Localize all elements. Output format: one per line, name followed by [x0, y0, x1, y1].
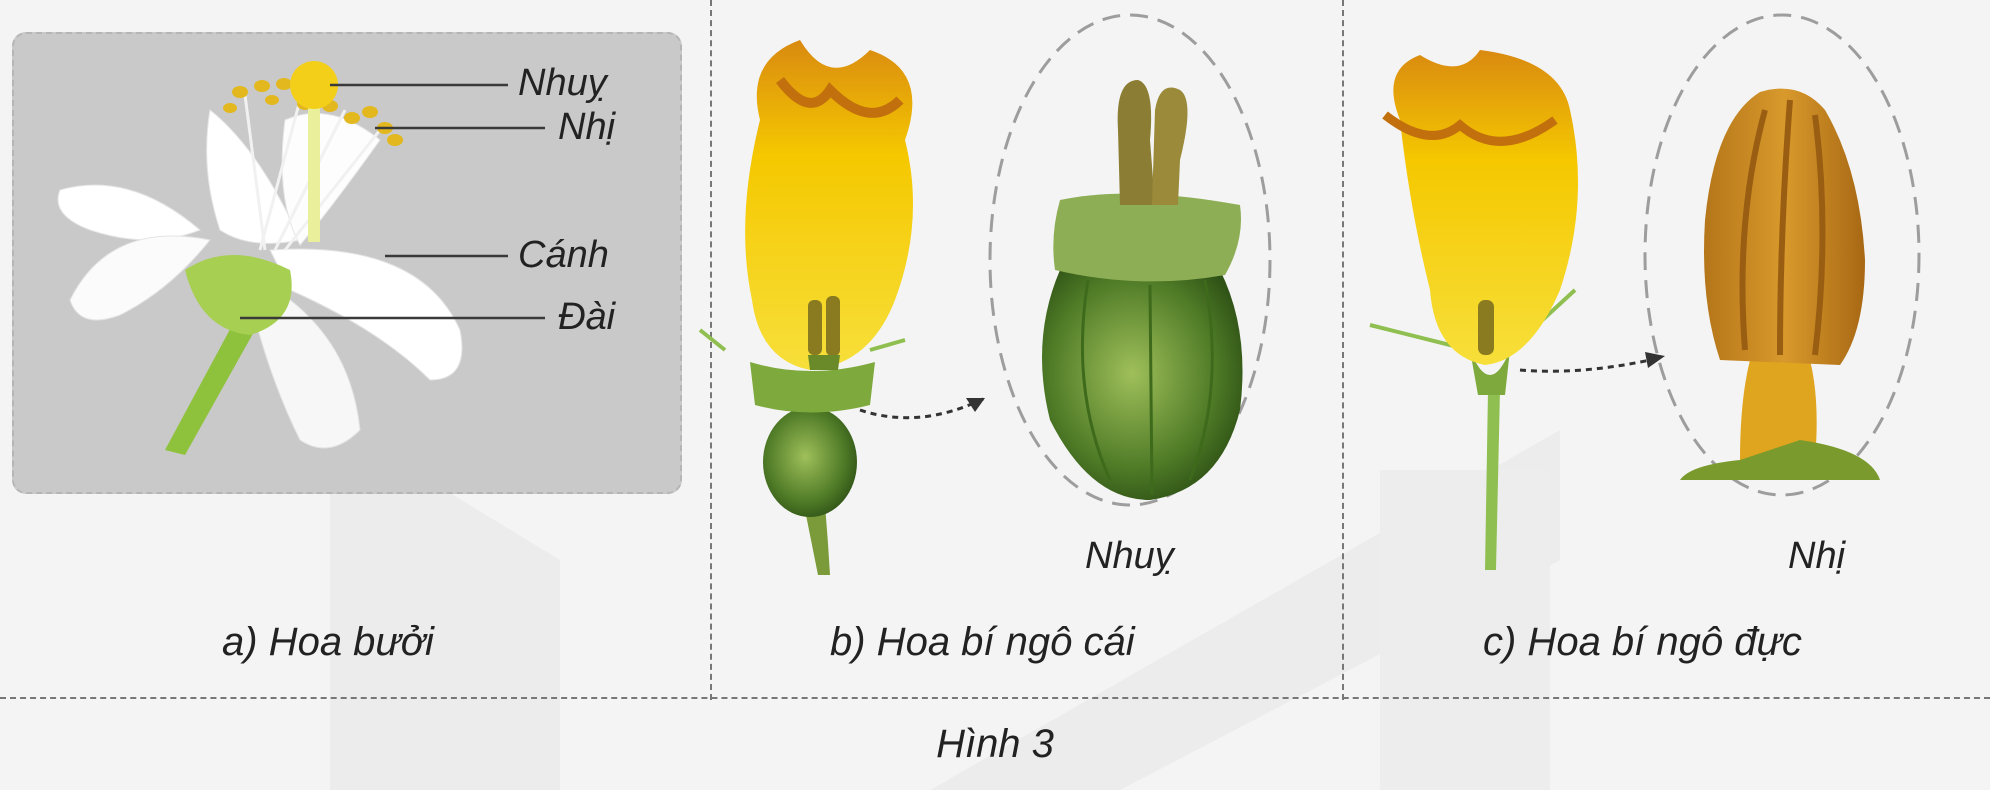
caption-b: b) Hoa bí ngô cái [830, 620, 1135, 665]
pomelo-petal-left [58, 185, 200, 240]
female-pumpkin-flower [700, 40, 913, 575]
label-stamen: Nhị [558, 106, 615, 149]
male-zoom-stamen [1680, 89, 1880, 480]
label-male-zoom: Nhị [1788, 535, 1845, 578]
label-female-zoom: Nhuỵ [1085, 535, 1174, 578]
pomelo-flower [58, 61, 462, 455]
caption-a: a) Hoa bưởi [222, 620, 434, 665]
male-pumpkin-flower [1370, 50, 1578, 570]
female-zoom-pistil [1042, 80, 1243, 500]
caption-c: c) Hoa bí ngô đực [1483, 620, 1802, 665]
label-pistil: Nhuỵ [518, 62, 607, 105]
label-petal: Cánh [518, 234, 609, 277]
female-ovary [763, 407, 857, 517]
label-sepal: Đài [558, 296, 615, 339]
pomelo-stem [165, 320, 255, 455]
figure-title: Hình 3 [0, 722, 1990, 767]
